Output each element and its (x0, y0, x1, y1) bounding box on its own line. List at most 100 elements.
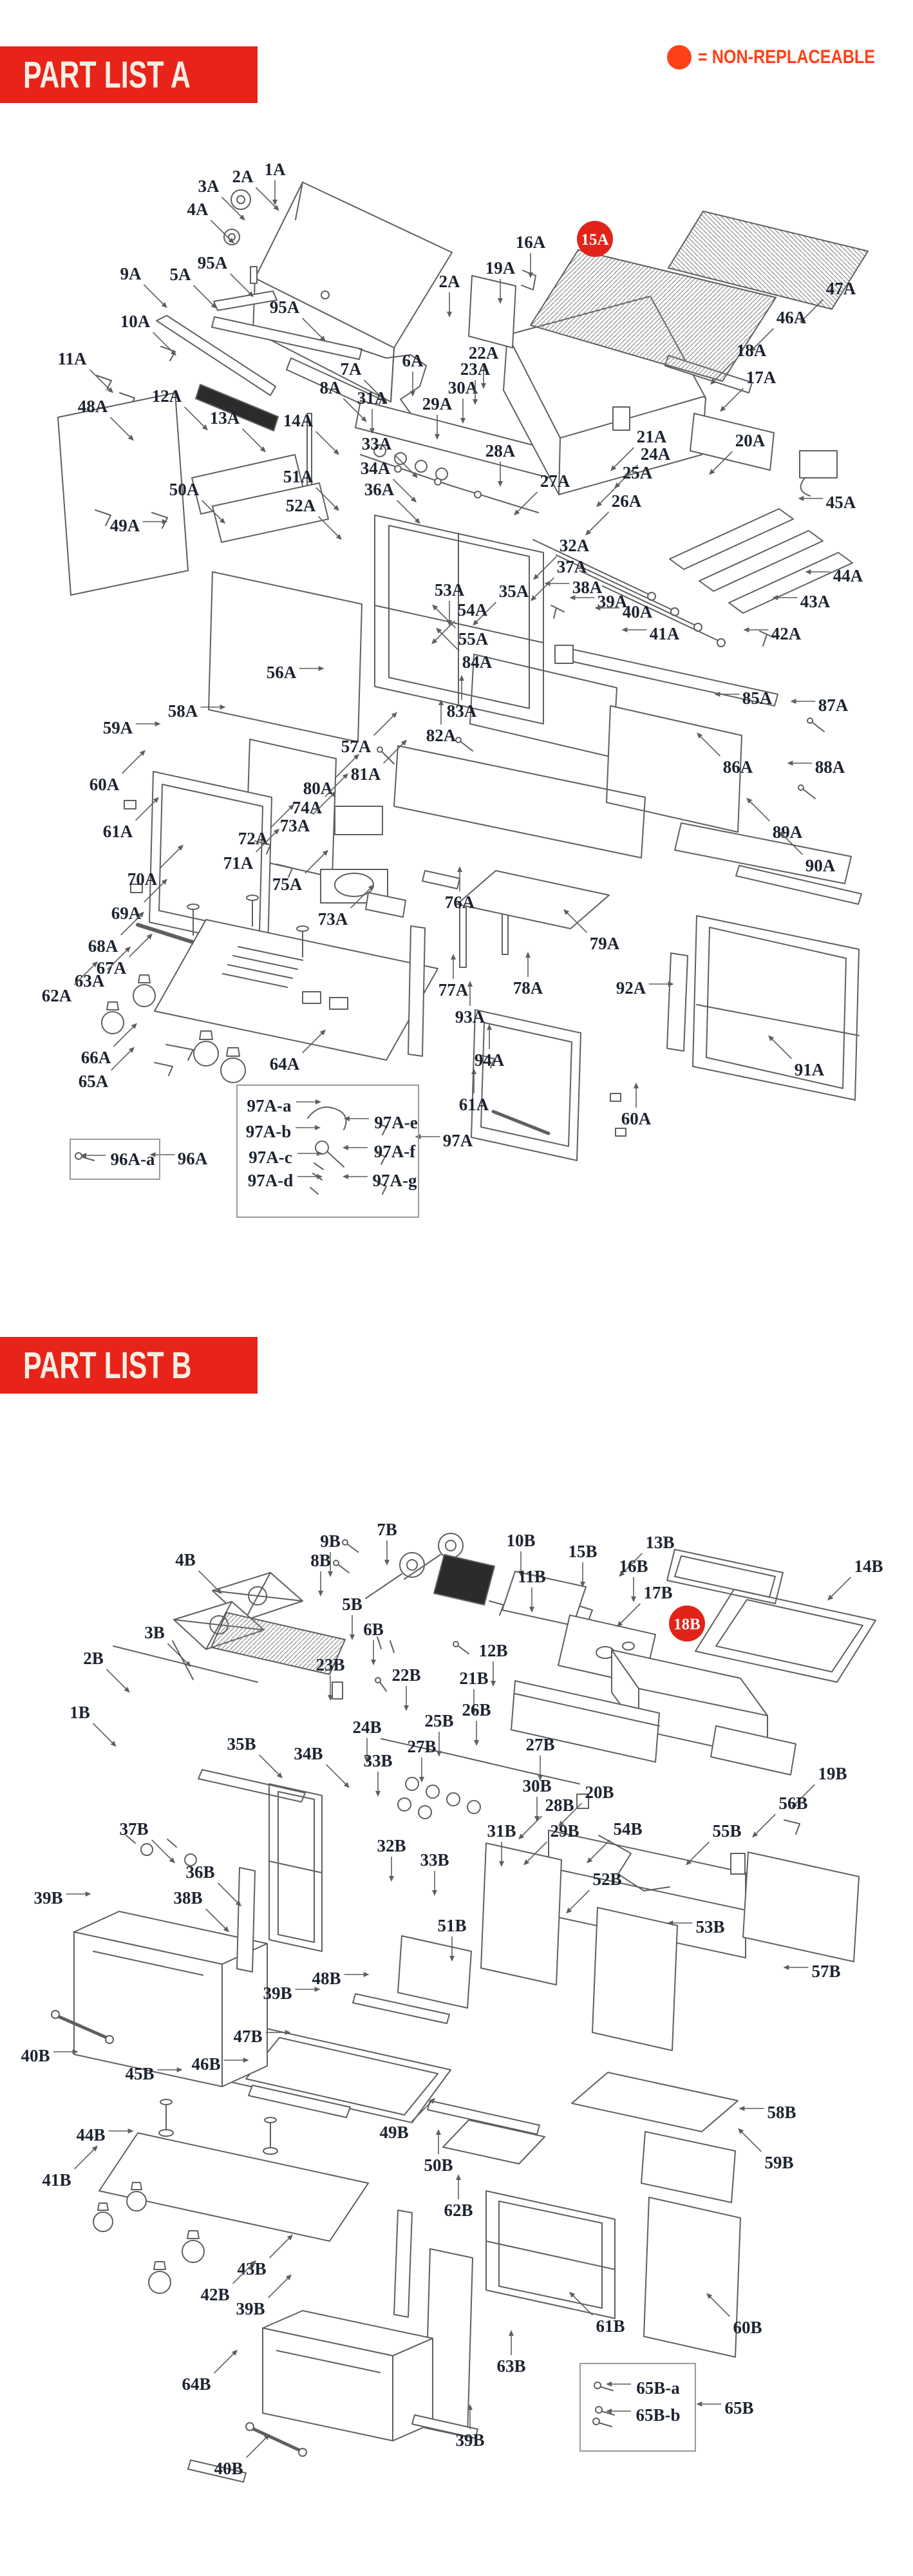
leader-arrowhead (239, 214, 245, 221)
part-label: 53B (695, 1917, 724, 1937)
part-label: 81A (351, 764, 381, 784)
leader-line (270, 808, 291, 828)
part-label: 11A (57, 349, 87, 368)
drawer-38b-drawing (73, 1911, 268, 2087)
leader-arrowhead (738, 2128, 744, 2134)
part-label: 54A (458, 600, 488, 620)
leader-arrowhead (523, 1859, 530, 1866)
part-label: 55A (458, 629, 489, 649)
leader-line (205, 1908, 226, 1929)
part-label: 28B (545, 1795, 574, 1815)
part-label: 25B (424, 1711, 453, 1730)
part-label: 26A (612, 491, 642, 511)
part-label: 2B (83, 1649, 104, 1668)
leader-arrowhead (533, 574, 540, 580)
non-replaceable-dot-icon (667, 45, 692, 70)
strip-77a-drawing (408, 925, 426, 1057)
part-label: 74A (292, 798, 323, 817)
leader-arrowhead (128, 1046, 135, 1053)
part-label: 51B (437, 1916, 466, 1935)
leader-line (160, 848, 180, 869)
non-replaceable-legend: = NON-REPLACEABLE (667, 45, 909, 70)
part-label: 16B (619, 1557, 648, 1576)
leader-arrowhead (798, 496, 804, 501)
part-label: 97A-c (249, 1148, 292, 1167)
bolts-70a-drawing (187, 895, 309, 958)
leader-line (617, 464, 638, 485)
screws-8b-9b-drawing (333, 1539, 359, 1573)
leader-line (567, 913, 587, 933)
part-label: 1B (70, 1703, 90, 1722)
leader-arrowhead (471, 1068, 476, 1074)
leader-arrowhead (415, 1134, 421, 1139)
leader-arrowhead (322, 849, 328, 856)
leader-arrowhead (473, 399, 478, 405)
leader-arrowhead (791, 1802, 798, 1808)
leader-line (315, 487, 336, 507)
part-label: 15B (568, 1542, 597, 1561)
part-label: 34A (361, 459, 391, 478)
leader-line (151, 1839, 172, 1860)
side-panel-19a-drawing (468, 275, 516, 348)
leader-arrowhead (319, 1029, 326, 1036)
part-label: 54B (613, 1819, 642, 1839)
part-label: 48B (312, 1969, 341, 1988)
leader-line (755, 1814, 776, 1834)
part-label: 7A (341, 359, 362, 379)
leader-arrowhead (287, 2234, 293, 2240)
leader-arrowhead (772, 595, 778, 600)
leader-arrowhead (594, 605, 601, 611)
part-label: 21B (459, 1669, 488, 1688)
leader-arrowhead (518, 1571, 523, 1577)
leader-arrowhead (563, 909, 570, 915)
leader-line (111, 1050, 131, 1071)
part-label: 47A (826, 279, 856, 298)
leader-arrowhead (473, 620, 479, 626)
non-replaceable-badge (577, 221, 613, 257)
part-label: 2A (232, 167, 254, 186)
handle-61a2-drawing (491, 1110, 551, 1135)
part-label: 79A (590, 934, 620, 953)
screws-6b-drawing (377, 1636, 395, 1653)
part-label: 25A (623, 463, 653, 482)
part-label: 97A-d (248, 1171, 294, 1190)
part-label: 22A (469, 343, 499, 363)
leader-line (753, 328, 774, 348)
part-label: 60A (89, 775, 120, 794)
part-label: 27A (540, 471, 570, 491)
leader-line (527, 1841, 547, 1862)
part-label: 33B (363, 1751, 392, 1770)
part-label: 53A (435, 580, 465, 600)
leader-arrowhead (447, 312, 452, 317)
part-label: 32B (377, 1836, 406, 1855)
leader-line (305, 853, 325, 874)
bolt-42a-drawing (759, 630, 775, 647)
leader-arrowhead (487, 1024, 492, 1030)
part-label: 42A (771, 624, 802, 643)
leader-arrowhead (375, 1791, 381, 1797)
tray-89a-drawing (674, 822, 852, 884)
leader-arrowhead (228, 238, 234, 244)
part-label: 44A (833, 566, 863, 585)
leader-arrowhead (250, 2260, 256, 2266)
leader-arrowhead (432, 1890, 437, 1896)
leader-arrowhead (457, 866, 462, 872)
leader-line (723, 388, 744, 408)
bracket-71a-drawing (276, 864, 293, 878)
leader-arrowhead (587, 1857, 593, 1864)
leader-line (144, 882, 164, 903)
leader-line (184, 406, 205, 427)
leader-arrowhead (153, 797, 159, 803)
front-rail-drawing (156, 315, 276, 396)
leader-arrowhead (344, 1116, 350, 1121)
leader-line (394, 454, 415, 475)
leader-arrowhead (381, 397, 388, 404)
part-label: 87A (818, 696, 849, 715)
part-label: 10B (506, 1531, 535, 1550)
bracket-66a-drawing (165, 1044, 194, 1061)
handle-bar-drawing (211, 316, 362, 360)
leader-arrowhead (467, 2404, 473, 2410)
leader-arrowhead (273, 205, 279, 211)
